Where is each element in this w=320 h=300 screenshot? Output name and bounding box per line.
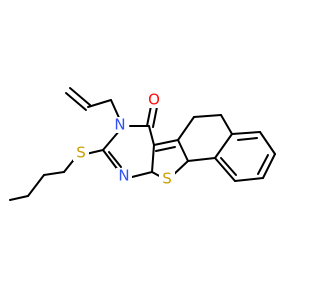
bond bbox=[151, 144, 155, 173]
nitrogen-ring-atom: N bbox=[112, 116, 128, 134]
sulfur-thioether-label: S bbox=[76, 144, 86, 162]
bond bbox=[69, 87, 91, 106]
bond bbox=[110, 99, 121, 121]
bond bbox=[234, 177, 264, 182]
bond bbox=[214, 157, 236, 182]
bond bbox=[155, 146, 176, 152]
bond bbox=[220, 114, 233, 135]
nitrogen-imine-atom: N bbox=[116, 167, 132, 185]
bond bbox=[148, 125, 155, 146]
nitrogen-imine-label: N bbox=[118, 167, 129, 185]
molecule-diagram: O N N S S bbox=[9, 87, 276, 201]
bond bbox=[9, 195, 29, 201]
bond bbox=[43, 171, 65, 176]
sulfur-thiophene-atom: S bbox=[159, 170, 175, 188]
bond bbox=[262, 153, 276, 179]
bond bbox=[153, 139, 179, 146]
bond bbox=[231, 131, 261, 135]
bond bbox=[65, 92, 87, 111]
sulfur-thioether-atom: S bbox=[73, 144, 89, 162]
bond bbox=[102, 129, 121, 151]
bond bbox=[177, 116, 195, 141]
bond bbox=[259, 131, 276, 155]
bond bbox=[152, 106, 158, 128]
nitrogen-ring-label: N bbox=[114, 116, 125, 134]
sulfur-thiophene-label: S bbox=[162, 170, 172, 188]
bond bbox=[220, 157, 237, 176]
bond bbox=[214, 133, 233, 159]
bond bbox=[87, 99, 112, 108]
bond bbox=[27, 174, 45, 197]
bond bbox=[187, 157, 216, 162]
bond bbox=[177, 139, 189, 162]
bond bbox=[146, 105, 152, 127]
bond bbox=[237, 137, 258, 141]
bond bbox=[193, 114, 222, 118]
bond bbox=[102, 149, 119, 171]
bond bbox=[108, 151, 122, 168]
oxygen-atom: O bbox=[146, 91, 162, 109]
structure-canvas: O N N S S bbox=[9, 87, 276, 201]
oxygen-label: O bbox=[148, 91, 160, 109]
bond bbox=[257, 154, 269, 175]
